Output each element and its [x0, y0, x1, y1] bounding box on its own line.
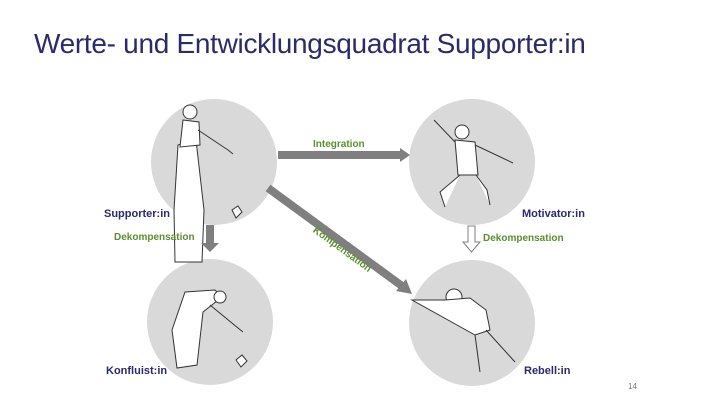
motivator-label: Motivator:in [522, 208, 585, 220]
dekompensation-left-label: Dekompensation [114, 232, 195, 243]
motivator-figure [433, 119, 514, 208]
page-number: 14 [628, 382, 637, 391]
slide-title: Werte- und Entwicklungsquadrat Supporter… [34, 28, 586, 59]
dekompensation-left-arrow [201, 225, 219, 252]
supporter-label: Supporter:in [104, 208, 170, 220]
integration-arrow [278, 148, 410, 162]
konfluist-label: Konfluist:in [106, 365, 168, 377]
supporter-figure [173, 104, 243, 263]
integration-label: Integration [313, 139, 365, 150]
rebell-label: Rebell:in [524, 365, 571, 377]
supporter-circle [151, 99, 277, 225]
dekompensation-right-arrow [461, 225, 482, 253]
konfluist-figure [171, 289, 248, 369]
kompensation-arrow [265, 184, 412, 294]
dekompensation-right-label: Dekompensation [483, 233, 564, 244]
rebell-figure [410, 288, 516, 373]
